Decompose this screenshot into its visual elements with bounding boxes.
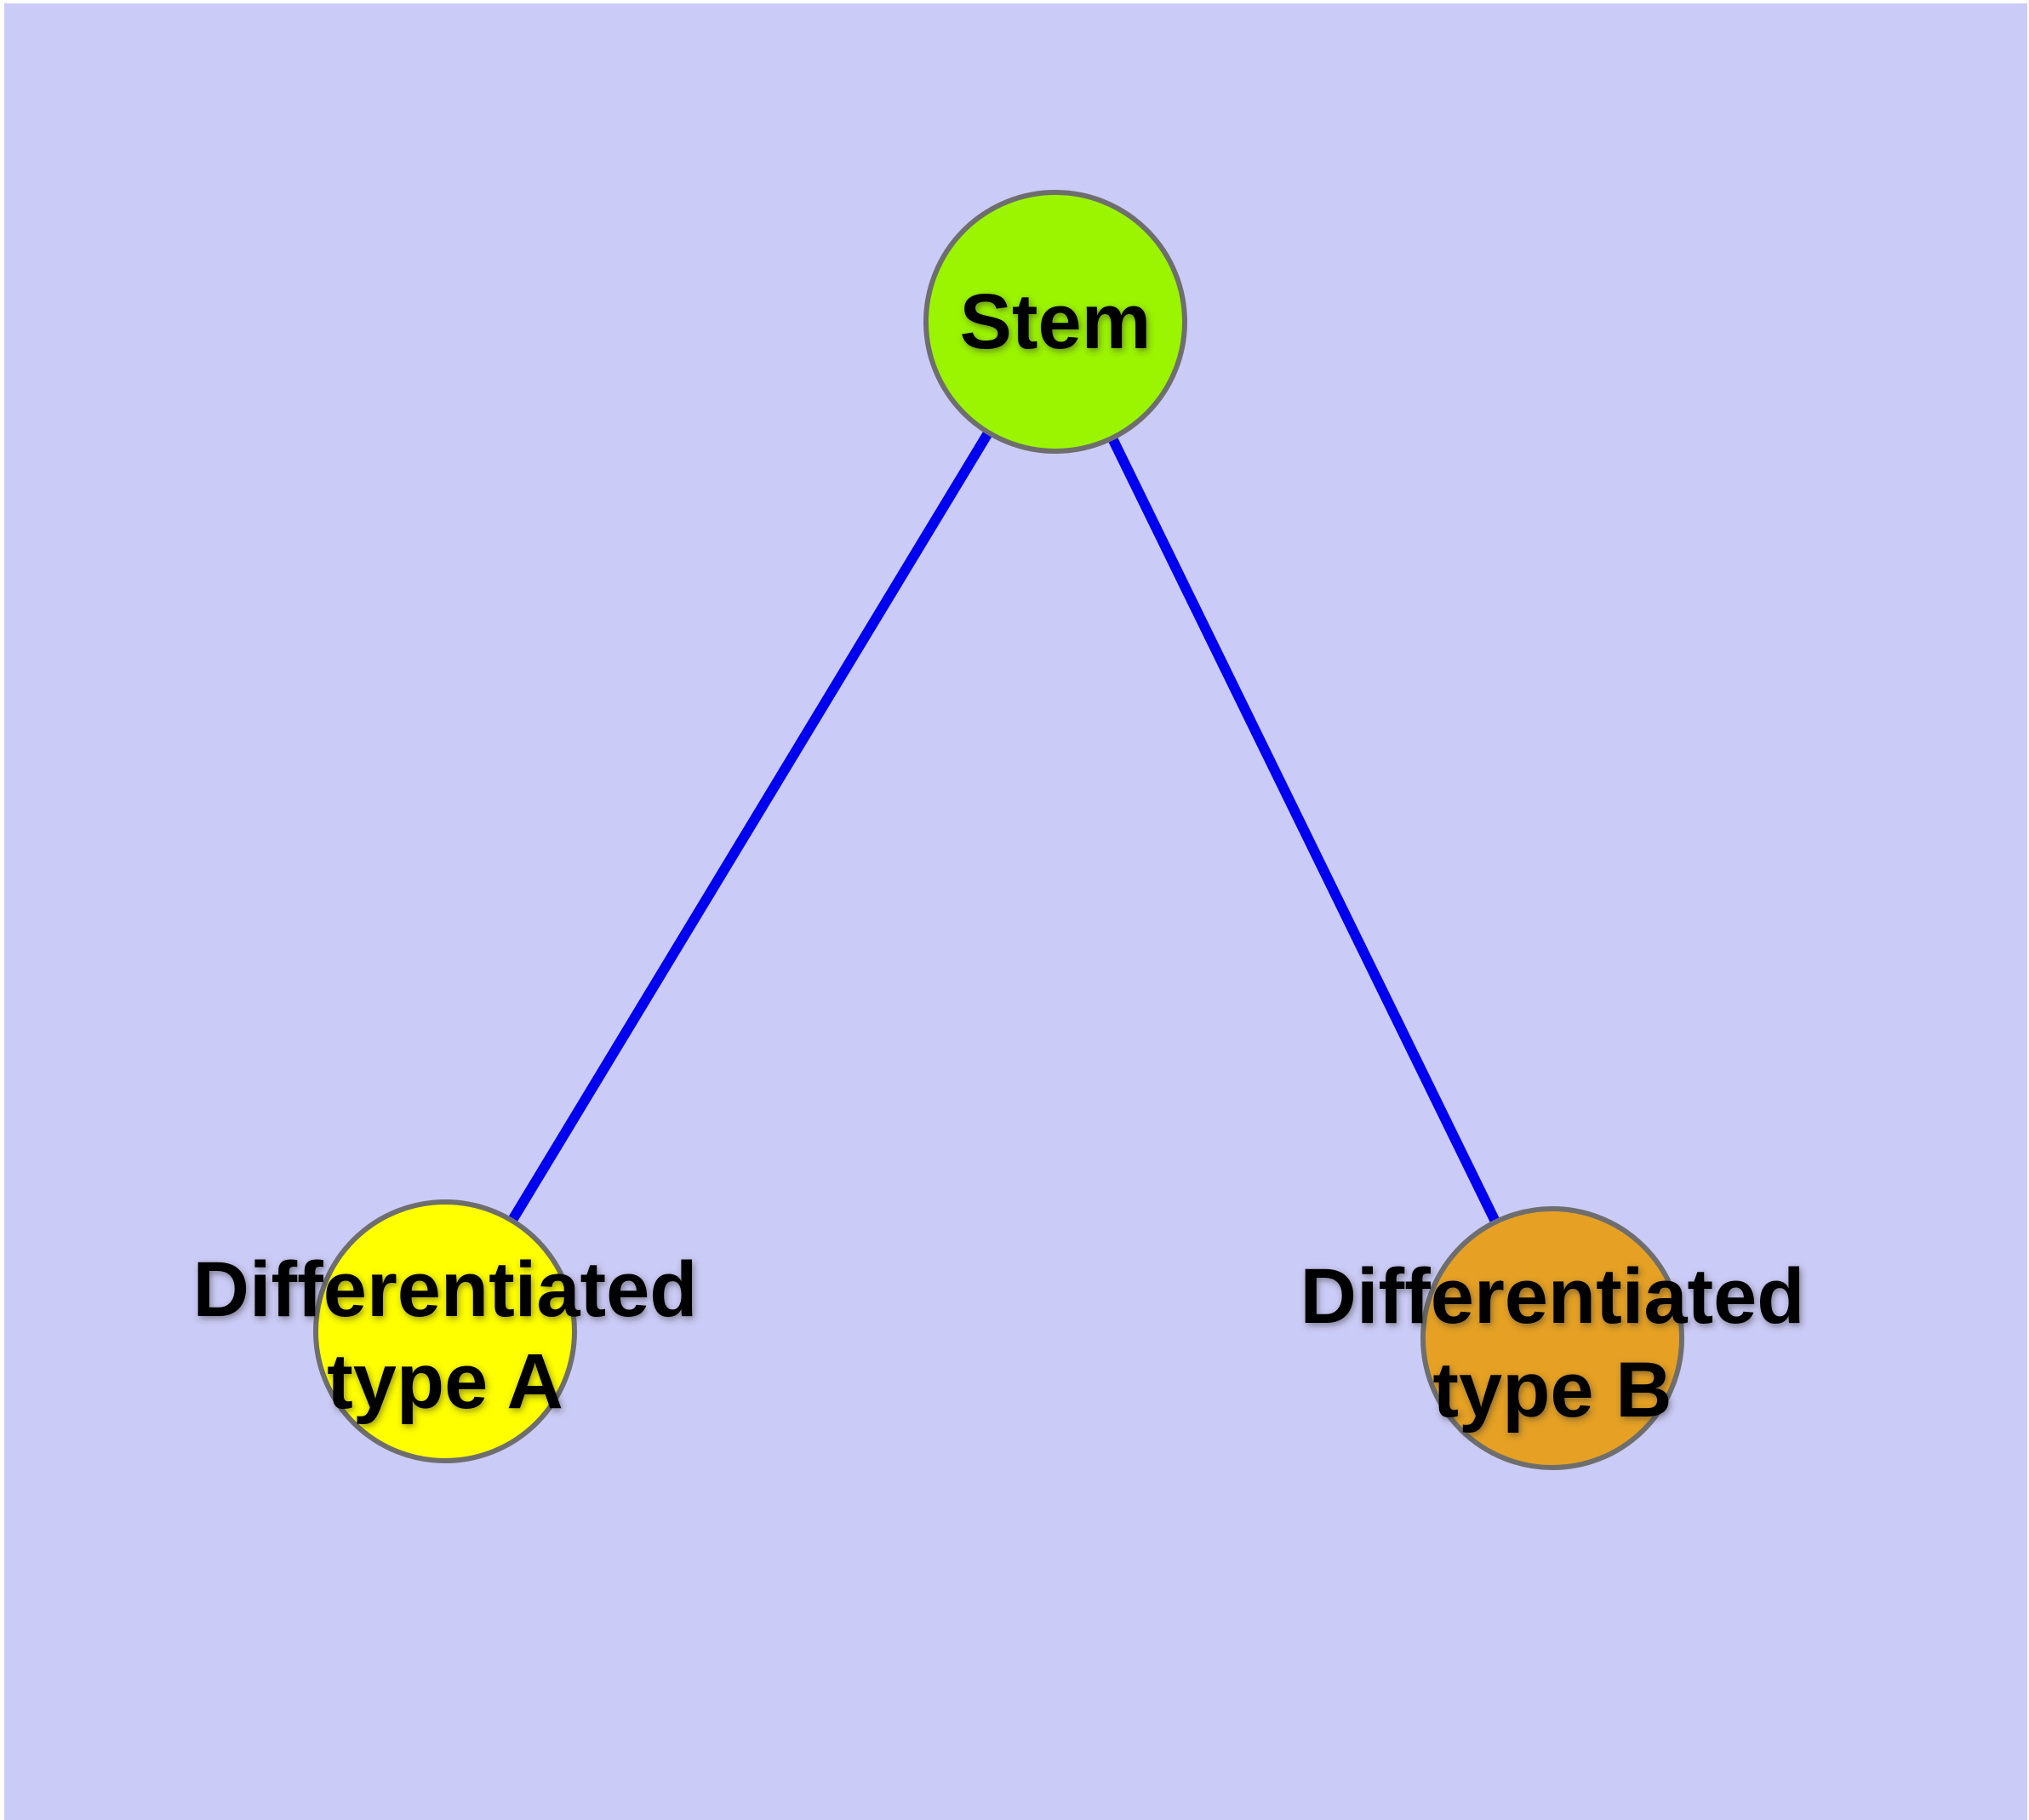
node-stem-label: Stem	[960, 278, 1152, 365]
edge-stem-to-type-a	[440, 318, 1060, 1335]
node-differentiated-type-b-label-line1: Differentiated	[1300, 1253, 1805, 1340]
node-differentiated-type-a: Differentiated type A	[193, 1199, 698, 1463]
node-differentiated-type-a-circle	[313, 1199, 577, 1463]
node-differentiated-type-a-label-line2: type A	[327, 1338, 563, 1425]
edge-stem-to-type-b	[1050, 319, 1557, 1341]
node-stem: Stem	[923, 190, 1187, 454]
node-differentiated-type-b-label-line2: type B	[1432, 1347, 1672, 1434]
node-differentiated-type-b-circle	[1420, 1206, 1684, 1470]
node-differentiated-type-a-label-line1: Differentiated	[193, 1246, 698, 1333]
node-stem-circle	[923, 190, 1187, 454]
node-differentiated-type-b: Differentiated type B	[1300, 1206, 1805, 1470]
